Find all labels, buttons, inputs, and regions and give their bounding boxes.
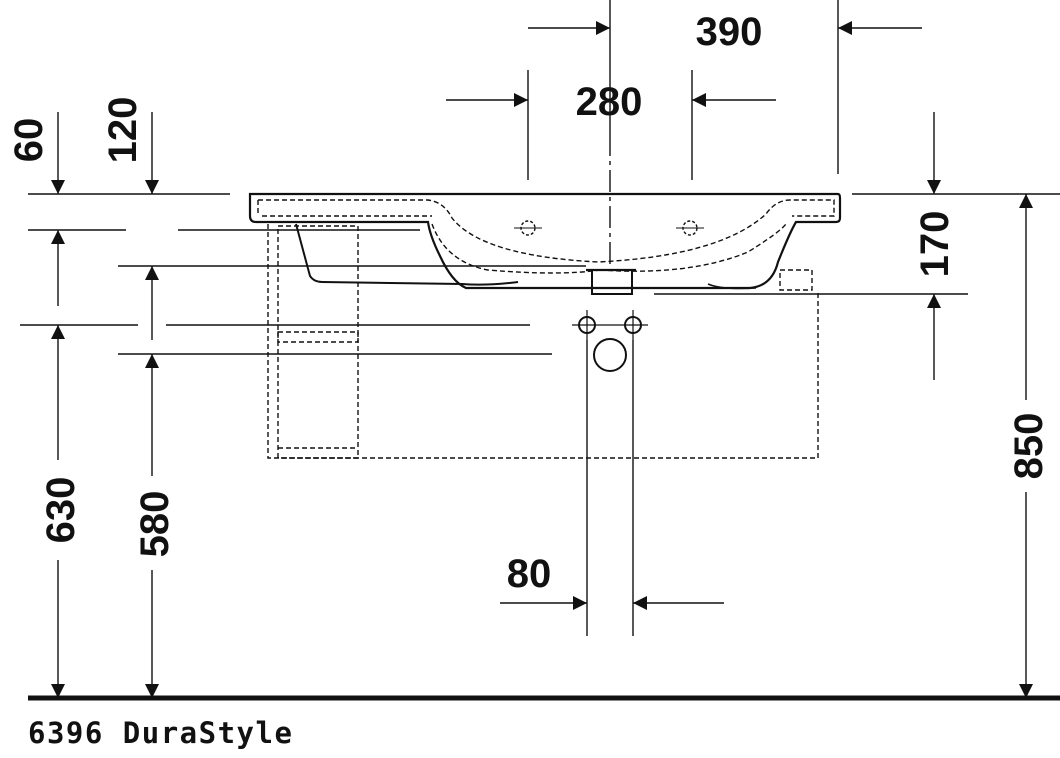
drain-pipe [593, 338, 627, 372]
dimension-label-390: 390 [696, 10, 763, 54]
dimension-label-280: 280 [576, 80, 643, 124]
dimension-label-580: 580 [133, 491, 177, 558]
basin-outer-outline [248, 192, 842, 290]
dimension-label-80: 80 [507, 552, 552, 596]
dimension-label-60: 60 [7, 118, 51, 163]
basin-inner-rim [258, 199, 835, 263]
extension-lines [20, 0, 1060, 355]
vanity-handle [277, 331, 359, 343]
supply-connections [572, 310, 648, 636]
towel-rail-bracket [295, 223, 519, 286]
dimension-arrows [51, 21, 1033, 698]
dimension-label-170: 170 [913, 211, 957, 278]
basin-inner-bowl [257, 200, 787, 274]
vanity-right-recess [779, 269, 813, 291]
vanity-unit [267, 224, 819, 459]
dimension-label-120: 120 [101, 97, 145, 164]
washbasin [248, 192, 842, 295]
drawing-caption: 6396 DuraStyle [28, 716, 294, 750]
dimension-label-630: 630 [39, 477, 83, 544]
vanity-unit-outline [267, 224, 819, 459]
waste-outlet [591, 269, 633, 295]
basin-underside-right [707, 283, 757, 290]
dimension-label-850: 850 [1007, 413, 1051, 480]
